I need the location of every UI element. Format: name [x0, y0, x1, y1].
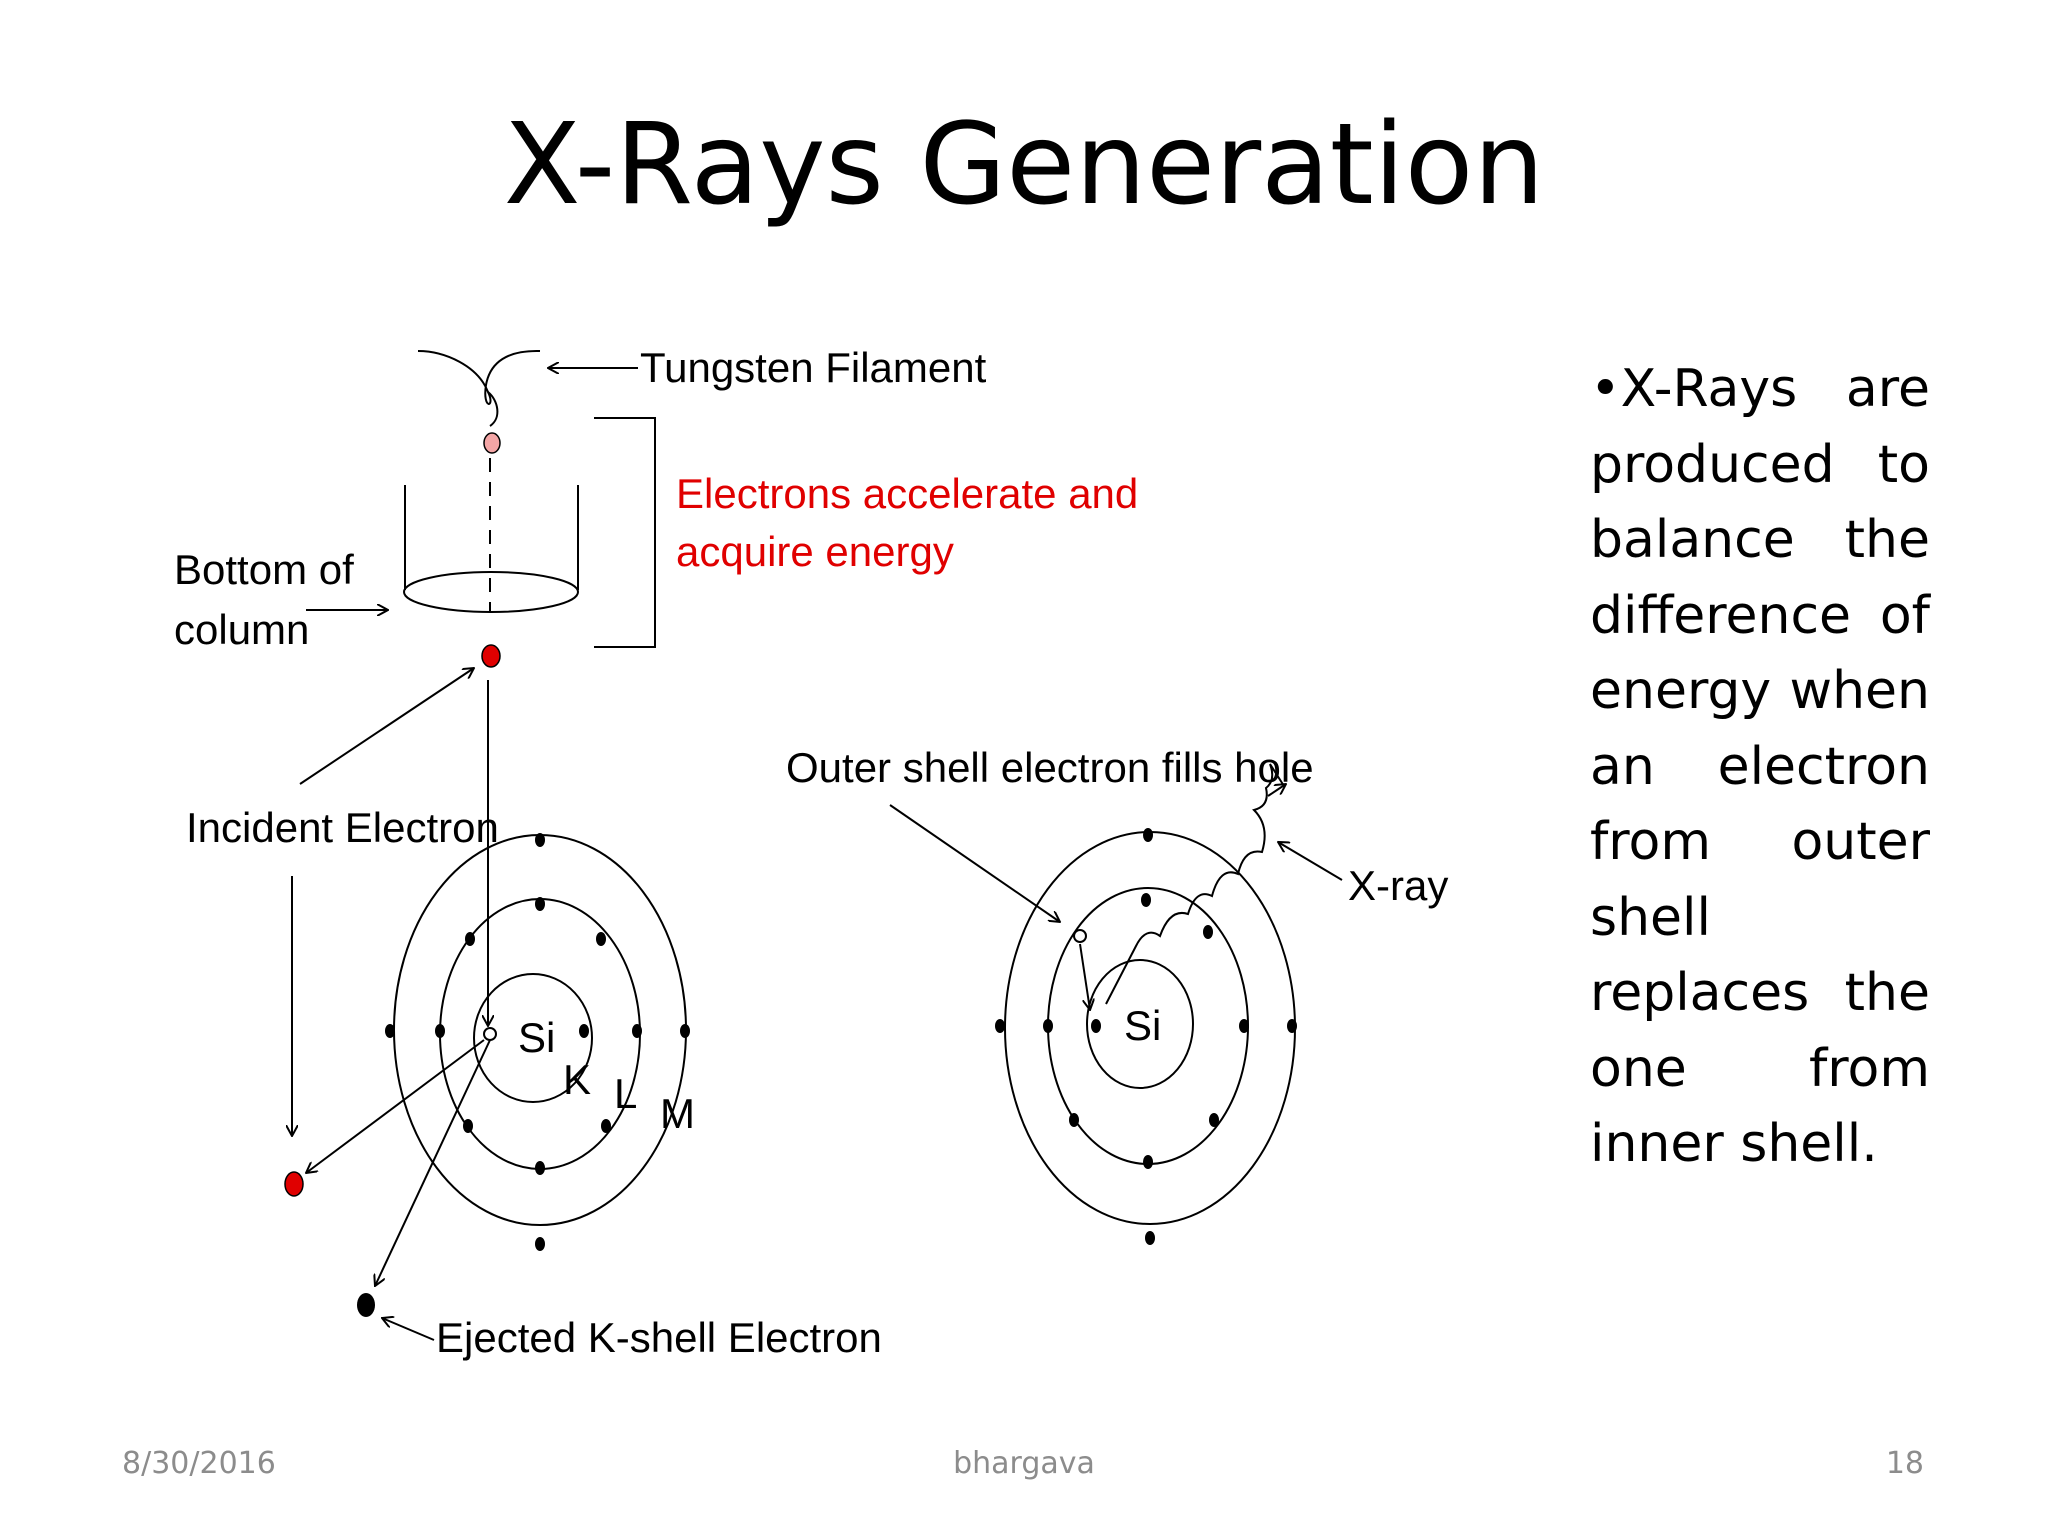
bottom-of-column-label-line1: Bottom of [174, 546, 354, 593]
emitted-electron [483, 432, 501, 454]
outer-shell-pointer-arrow [889, 804, 1060, 922]
shell-m-label: M [660, 1090, 695, 1137]
footer-author: bhargava [953, 1446, 1095, 1481]
right-inner-orbit [1086, 959, 1194, 1089]
x-ray-pointer-arrow [1278, 842, 1343, 881]
ejected-k-shell-label: Ejected K-shell Electron [436, 1314, 882, 1361]
footer-date: 8/30/2016 [122, 1446, 276, 1481]
x-ray-direction-arrow [1267, 784, 1286, 797]
incident-electron-label: Incident Electron [186, 804, 499, 851]
tungsten-filament [417, 349, 541, 427]
bottom-of-column-label-line2: column [174, 606, 309, 653]
x-ray-label: X-ray [1348, 862, 1448, 909]
ejected-k-shell-electron [357, 1293, 375, 1317]
outer-shell-fills-label: Outer shell electron fills hole [786, 744, 1314, 791]
scattered-electron-arrow [306, 1039, 485, 1173]
tungsten-filament-label: Tungsten Filament [640, 344, 987, 391]
ejected-electron-arrow [375, 1039, 491, 1286]
right-atom-electrons [995, 828, 1297, 1245]
accelerated-electron [481, 644, 501, 668]
footer-page-number: 18 [1885, 1446, 1924, 1481]
explanation-text: •X-Rays are produced to balance the diff… [1590, 359, 1930, 1174]
column-cylinder [403, 485, 579, 613]
nucleus-right-label: Si [1124, 1002, 1161, 1049]
shell-k-label: K [563, 1056, 591, 1103]
slide-title: X-Rays Generation [503, 100, 1545, 230]
ejected-pointer-arrow [382, 1318, 435, 1341]
accelerate-label-line1: Electrons accelerate and [676, 470, 1138, 517]
filling-electron [1073, 929, 1087, 943]
shell-l-label: L [614, 1070, 637, 1117]
nucleus-left-label: Si [518, 1014, 555, 1061]
k-shell-hole [483, 1027, 497, 1041]
incident-pointer-arrow [299, 668, 474, 785]
shell-k-orbit [473, 973, 593, 1103]
x-ray-wave [1105, 763, 1285, 1005]
acceleration-bracket [594, 417, 656, 648]
scattered-incident-electron [284, 1171, 304, 1197]
accelerate-label-line2: acquire energy [676, 528, 954, 575]
left-atom-electrons [385, 833, 690, 1251]
fill-transition-arrow [1079, 943, 1090, 1010]
